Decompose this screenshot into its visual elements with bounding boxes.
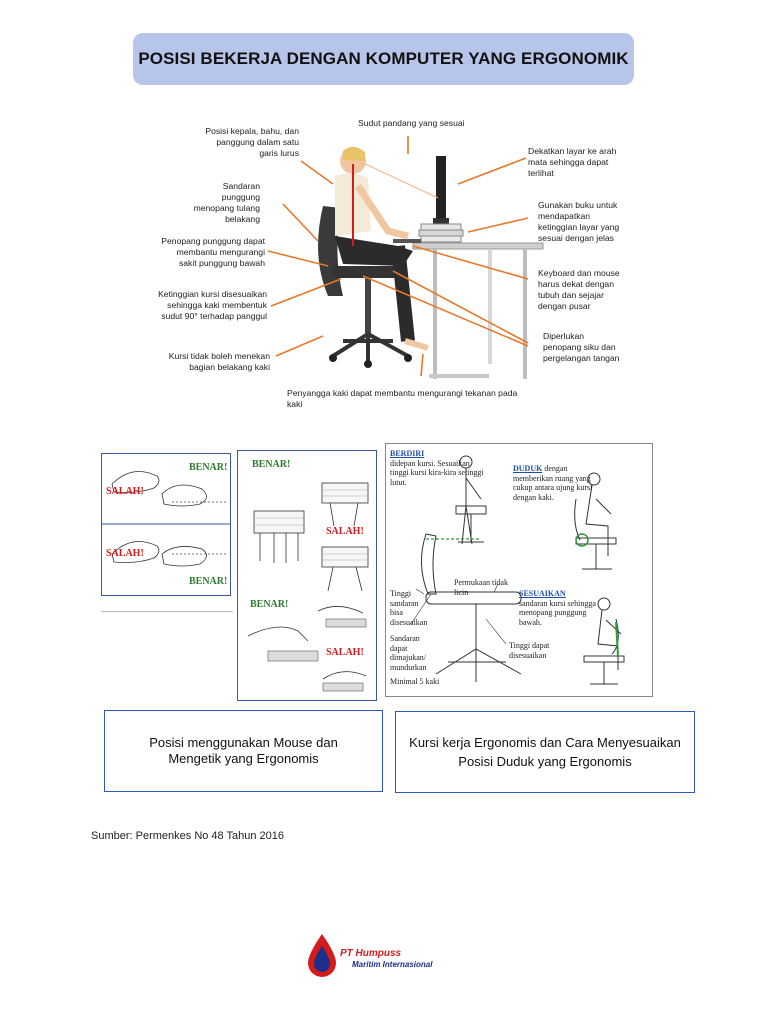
workstation-illustration [267, 136, 544, 379]
label-backrest: Sandaran punggung menopang tulang belaka… [193, 181, 260, 224]
chair-illustration [410, 455, 625, 685]
label-view-angle: Sudut pandang yang sesuai [358, 118, 465, 128]
label-height-adjust: Tinggi dapat disesuaikan [509, 641, 550, 660]
sesuaikan-text: sandaran kursi sehingga menopang punggun… [519, 598, 596, 627]
hand-mouse-illustration [102, 471, 230, 567]
label-no-press: Kursi tidak boleh menekan bagian belakan… [168, 351, 270, 372]
key-benar-top: BENAR! [252, 459, 291, 470]
hand-benar-top: BENAR! [189, 462, 228, 473]
label-surface: Permukaan tidak licin [454, 578, 508, 597]
label-footrest: Penyangga kaki dapat membantu mengurangi… [287, 388, 518, 409]
berdiri-text: didepan kursi. Sesuaikan tinggi kursi ki… [390, 458, 484, 487]
page-title: POSISI BEKERJA DENGAN KOMPUTER YANG ERGO… [133, 33, 634, 85]
keyboard-hands-illustration [247, 482, 369, 692]
berdiri-heading: BERDIRI [390, 449, 425, 458]
caption-chair: Kursi kerja Ergonomis dan Cara Menyesuai… [395, 711, 695, 793]
caption-chair-text: Kursi kerja Ergonomis dan Cara Menyesuai… [409, 735, 681, 769]
company-logo: PT Humpuss Maritim Internasional [300, 932, 480, 978]
hand-salah-top: SALAH! [106, 486, 144, 497]
key-benar-bottom: BENAR! [250, 599, 289, 610]
main-ergonomic-figure: Posisi kepala, bahu, dan panggung dalam … [158, 106, 623, 416]
hand-salah-bottom: SALAH! [106, 548, 144, 559]
duduk-text: dengan memberikan ruang yang cukup antar… [513, 464, 593, 502]
caption-mouse: Posisi menggunakan Mouse dan Mengetik ya… [104, 710, 383, 792]
label-book-screen: Gunakan buku untuk mendapatkan ketinggia… [538, 200, 620, 243]
divider [101, 611, 233, 612]
caption-mouse-text: Posisi menggunakan Mouse dan Mengetik ya… [149, 735, 338, 766]
source-note: Sumber: Permenkes No 48 Tahun 2016 [91, 830, 285, 842]
ergonomic-chair-panel: BERDIRI didepan kursi. Sesuaikan tinggi … [385, 443, 653, 697]
drop-logo-icon [308, 934, 336, 977]
logo-line2: Maritim Internasional [352, 960, 433, 969]
label-backrest-adjust: Tinggi sandaran bisa disesuaikan [390, 589, 428, 627]
label-backrest-move: Sandaran dapat dimajukan/ mundurkan [390, 634, 427, 672]
chair-step-sesuaikan: SESUAIKAN sandaran kursi sehingga menopa… [519, 589, 599, 627]
label-screen-near: Dekatkan layar ke arah mata sehingga dap… [528, 146, 617, 178]
label-elbow-support: Diperlukan penopang siku dan pergelangan… [543, 331, 620, 363]
label-head-alignment: Posisi kepala, bahu, dan panggung dalam … [205, 126, 299, 158]
key-salah-bottom: SALAH! [326, 647, 364, 658]
key-salah-top: SALAH! [326, 526, 364, 537]
label-keyboard-mouse: Keyboard dan mouse harus dekat dengan tu… [538, 268, 620, 311]
mouse-position-panel: BENAR! SALAH! SALAH! BENAR! [101, 453, 231, 596]
chair-step-duduk: DUDUK dengan memberikan ruang yang cukup… [513, 464, 593, 502]
label-lumbar: Penopang punggung dapat membantu mengura… [161, 236, 265, 268]
sesuaikan-heading: SESUAIKAN [519, 589, 566, 598]
hand-benar-bottom: BENAR! [189, 576, 228, 587]
label-legs: Minimal 5 kaki [390, 677, 440, 686]
duduk-heading: DUDUK [513, 464, 543, 473]
logo-line1: PT Humpuss [340, 948, 402, 959]
label-chair-height: Ketinggian kursi disesuaikan sehingga ka… [158, 289, 267, 321]
chair-step-berdiri: BERDIRI didepan kursi. Sesuaikan tinggi … [390, 449, 490, 487]
keyboard-position-panel: BENAR! SALAH! BENAR! SALAH! [237, 450, 377, 701]
